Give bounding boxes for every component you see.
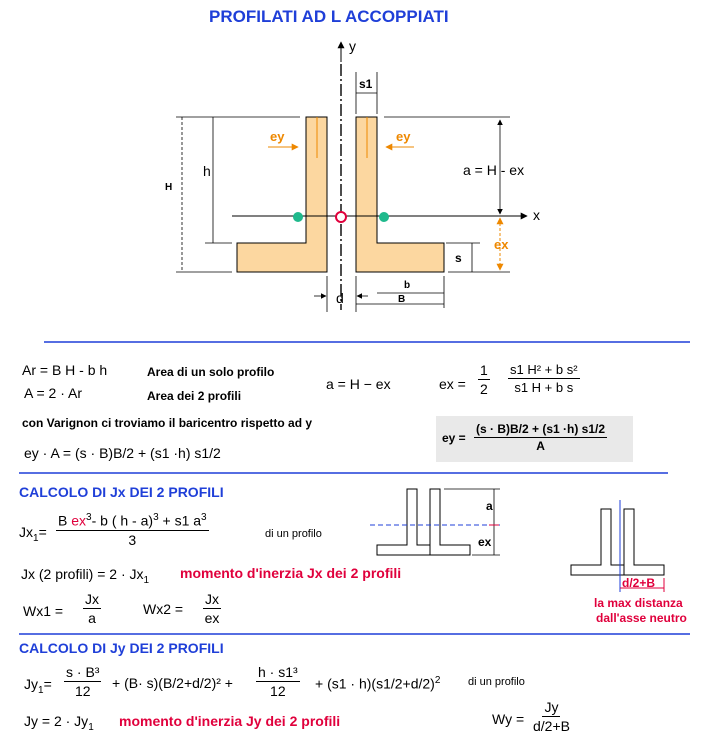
wx2-fraction: Jx ex — [203, 591, 221, 626]
jy1-lhs: Jy1= — [24, 676, 52, 696]
ey-lhs: ey = — [442, 431, 466, 445]
left-centroid-marker — [293, 212, 303, 222]
jx-sketch — [376, 488, 471, 556]
ar-description: Area di un solo profilo — [147, 365, 275, 379]
jy-term4: + (s1 · h)(s1/2+d/2)2 — [315, 675, 441, 692]
varignon-text: con Varignon ci troviamo il baricentro r… — [22, 416, 313, 430]
h-label: h — [203, 163, 211, 179]
jy1-suffix: di un profilo — [468, 676, 525, 688]
ey-formula-box — [436, 416, 633, 462]
a-equals-label: a = H - ex — [463, 162, 525, 178]
ex-label: ex — [494, 237, 509, 252]
sketch-ex-label: ex — [478, 535, 492, 549]
b-label: b — [404, 280, 411, 291]
a-equation: a = H − ex — [326, 376, 391, 392]
jx2-description: momento d'inerzia Jx dei 2 profili — [180, 565, 402, 581]
jy-heading: CALCOLO DI Jy DEI 2 PROFILI — [19, 640, 224, 656]
wx2-lhs: Wx2 = — [143, 601, 184, 617]
B-label: B — [398, 294, 406, 305]
jx1-lhs: Jx1= — [19, 524, 47, 544]
a-formula: A = 2 · Ar — [24, 385, 82, 401]
ey-left-label: ey — [270, 129, 285, 144]
jx1-suffix: di un profilo — [265, 528, 322, 540]
s1-label: s1 — [359, 77, 373, 91]
jx2-formula: Jx (2 profili) = 2 · Jx1 — [21, 566, 150, 586]
ar-formula: Ar = B H - b h — [22, 362, 108, 378]
wy-fraction: Jy d/2+B — [533, 699, 570, 734]
jy-term1-fraction: s · B³ 12 — [64, 664, 102, 699]
sketch-a-label: a — [486, 499, 493, 513]
wx1-lhs: Wx1 = — [23, 603, 64, 619]
ey-equation: ey · A = (s · B)B/2 + (s1 ·h) s1/2 — [24, 445, 221, 461]
ex-fraction: s1 H² + b s² s1 H + b s — [508, 362, 580, 395]
s-label: s — [455, 251, 462, 265]
max-distance-line2: dall'asse neutro — [596, 611, 687, 625]
y-axis-label: y — [349, 38, 356, 54]
dim-label: d/2+B — [622, 576, 656, 590]
jy-sketch — [570, 508, 665, 576]
x-axis-label: x — [533, 207, 540, 223]
jx-heading: CALCOLO DI Jx DEI 2 PROFILI — [19, 484, 224, 500]
max-distance-line1: la max distanza — [594, 596, 683, 610]
right-l-profile — [355, 116, 445, 273]
jy-term2: + (B· s)(B/2+d/2)² + — [112, 675, 233, 691]
ey-right-label: ey — [396, 129, 411, 144]
jx1-fraction: B ex3- b ( h - a)3 + s1 a3 3 — [56, 512, 209, 548]
right-centroid-marker — [379, 212, 389, 222]
origin-marker — [335, 211, 347, 223]
ex-lhs: ex = — [439, 376, 466, 392]
ey-fraction: (s · B)B/2 + (s1 ·h) s1/2 A — [474, 422, 608, 453]
page-title: PROFILATI AD L ACCOPPIATI — [209, 7, 449, 26]
wx1-fraction: Jx a — [83, 591, 101, 626]
jy-formula: Jy = 2 · Jy1 — [24, 713, 94, 733]
jy-term3-fraction: h · s1³ 12 — [256, 664, 300, 699]
a-description: Area dei 2 profili — [147, 389, 242, 403]
wy-lhs: Wy = — [492, 711, 525, 727]
jy-description: momento d'inerzia Jy dei 2 profili — [119, 713, 341, 729]
ex-coefficient: 1 2 — [478, 362, 490, 397]
H-label: H — [165, 182, 173, 193]
left-l-profile — [236, 116, 328, 273]
d-label: d — [336, 290, 344, 306]
